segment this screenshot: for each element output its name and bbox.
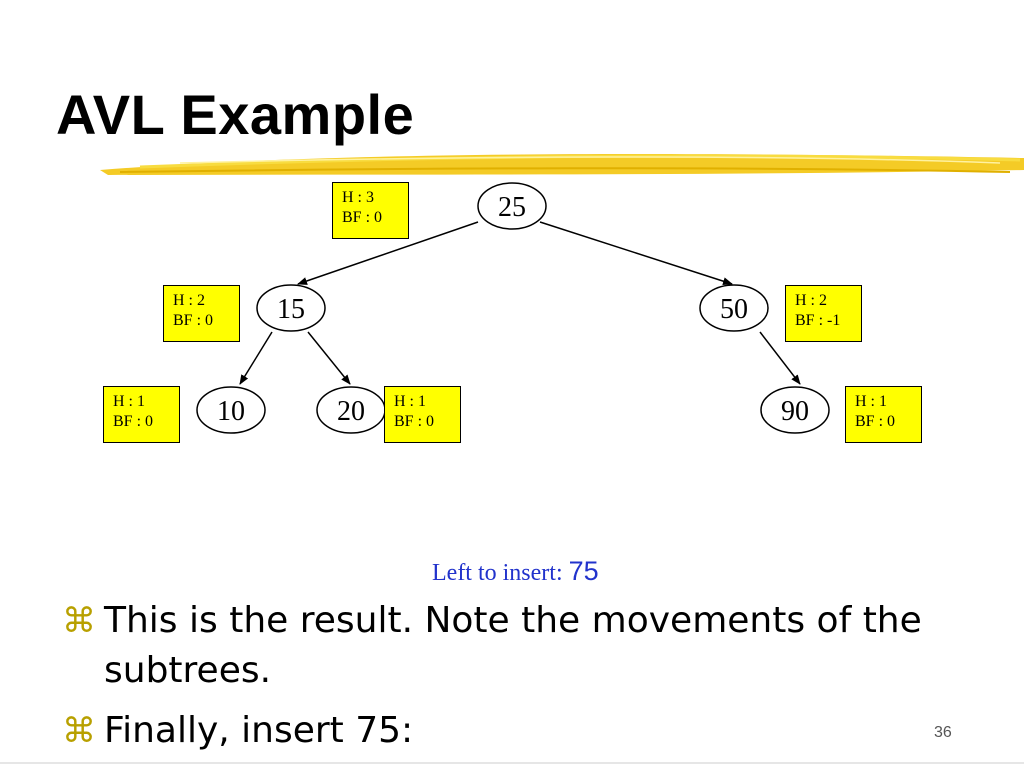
balance-factor-label: BF : 0: [113, 413, 154, 430]
node-value-90: 90: [781, 396, 809, 427]
tree-node-50: 50: [699, 284, 769, 332]
balance-factor-label: BF : 0: [342, 209, 383, 226]
info-box-90: H : 1 BF : 0: [845, 386, 922, 443]
info-box-20: H : 1 BF : 0: [384, 386, 461, 443]
bottom-divider: [0, 762, 1024, 764]
bullet-text: This is the result. Note the movements o…: [104, 600, 922, 691]
bullet-item: ⌘ Finally, insert 75:: [62, 706, 982, 756]
balance-factor-label: BF : 0: [394, 413, 435, 430]
edge-50-90: [759, 331, 801, 385]
info-box-25: H : 3 BF : 0: [332, 182, 409, 239]
slide-title: AVL Example: [56, 83, 415, 146]
tree-node-20: 20: [316, 386, 386, 434]
edge-25-15: [297, 221, 479, 285]
height-label: H : 2: [173, 292, 205, 309]
command-bullet-icon: ⌘: [62, 711, 96, 751]
node-value-15: 15: [277, 294, 305, 325]
bullet-item: ⌘ This is the result. Note the movements…: [62, 596, 982, 696]
insert-note-value: 75: [568, 556, 599, 586]
node-value-20: 20: [337, 396, 365, 427]
info-box-50: H : 2 BF : -1: [785, 285, 862, 342]
command-bullet-icon: ⌘: [62, 601, 96, 641]
node-value-25: 25: [498, 192, 526, 223]
edge-15-10: [239, 331, 273, 385]
node-value-10: 10: [217, 396, 245, 427]
tree-node-10: 10: [196, 386, 266, 434]
title-underline: [100, 154, 1024, 175]
bullet-text: Finally, insert 75:: [104, 710, 414, 751]
info-box-15: H : 2 BF : 0: [163, 285, 240, 342]
balance-factor-label: BF : 0: [173, 312, 214, 329]
height-label: H : 1: [855, 393, 887, 410]
balance-factor-label: BF : -1: [795, 312, 841, 329]
tree-node-15: 15: [256, 284, 326, 332]
page-number: 36: [934, 724, 952, 741]
height-label: H : 3: [342, 189, 374, 206]
bullet-list: ⌘ This is the result. Note the movements…: [62, 596, 982, 756]
info-box-10: H : 1 BF : 0: [103, 386, 180, 443]
balance-factor-label: BF : 0: [855, 413, 896, 430]
height-label: H : 1: [394, 393, 426, 410]
node-value-50: 50: [720, 294, 748, 325]
tree-node-90: 90: [760, 386, 830, 434]
height-label: H : 2: [795, 292, 827, 309]
edge-25-50: [539, 221, 733, 286]
height-label: H : 1: [113, 393, 145, 410]
tree-node-25: 25: [477, 182, 547, 230]
edge-15-20: [307, 331, 351, 385]
insert-note: Left to insert: 75: [432, 556, 599, 587]
insert-note-label: Left to insert:: [432, 560, 563, 586]
